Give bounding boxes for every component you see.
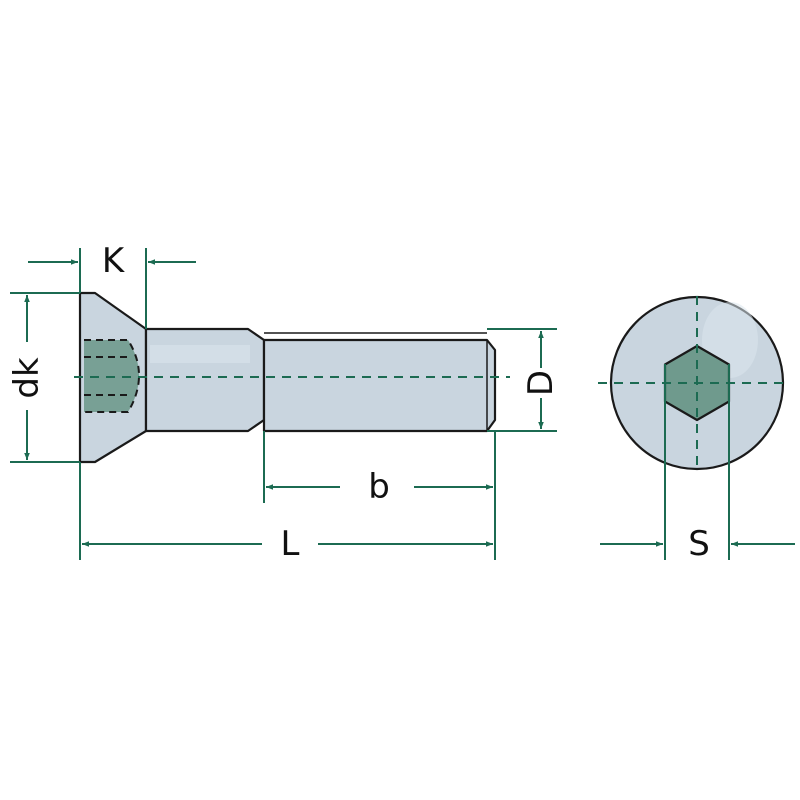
dimension-d: D [487,328,561,432]
dimension-l: L [79,462,493,564]
screw-thread [262,338,497,433]
label-k: K [102,241,126,281]
dimension-b: b [263,431,496,560]
screw-side-view [74,291,510,464]
label-dk: dk [7,357,47,399]
dimension-dk: dk [7,292,80,463]
label-s: S [688,524,710,564]
dimension-s: S [600,364,795,564]
screw-end-view [598,295,790,471]
shank-highlight [150,345,250,363]
label-b: b [368,467,390,507]
label-l: L [281,524,300,564]
label-d: D [521,370,561,396]
screw-shank [144,327,266,433]
dimension-k: K [28,241,196,329]
